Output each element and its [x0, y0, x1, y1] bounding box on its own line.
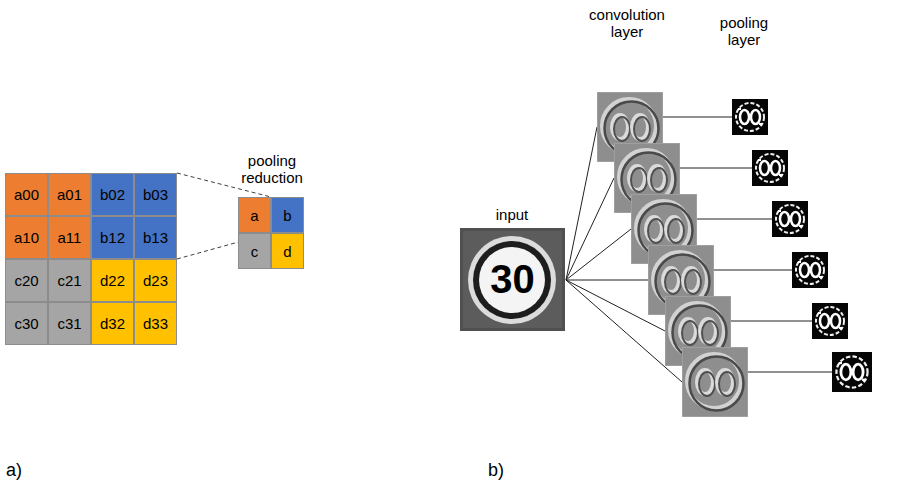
cell-label: a [250, 207, 258, 224]
grid-cell: b03 [134, 173, 177, 216]
grid-cell: a01 [48, 173, 91, 216]
layer-label: convolution layer [578, 6, 676, 41]
layer-label: pooling layer [708, 14, 780, 49]
sign-number: 30 [460, 228, 565, 331]
panel-letter: b) [488, 460, 518, 481]
panel-letter: a) [6, 460, 36, 481]
convolution-maps [597, 92, 748, 417]
grid-cell: d32 [91, 302, 134, 345]
grid-cell: a [238, 197, 271, 233]
cell-label: a11 [58, 229, 82, 246]
cell-label: d23 [143, 272, 168, 289]
grid-cell: a11 [48, 216, 91, 259]
cell-label: b12 [100, 229, 125, 246]
cell-label: c30 [14, 315, 38, 332]
cell-label: b03 [143, 186, 168, 203]
grid-cell: b13 [134, 216, 177, 259]
grid-cell: b02 [91, 173, 134, 216]
image-label: input [462, 206, 562, 223]
cell-label: d [283, 243, 291, 260]
grid-cell: c21 [48, 259, 91, 302]
cell-label: c20 [14, 272, 38, 289]
cell-label: d32 [100, 315, 125, 332]
grid-cell: a10 [5, 216, 48, 259]
cell-label: a01 [57, 186, 82, 203]
cell-label: c21 [57, 272, 81, 289]
cell-label: d22 [100, 272, 125, 289]
grid-cell: d23 [134, 259, 177, 302]
cell-label: b02 [100, 186, 125, 203]
grid-cell: b12 [91, 216, 134, 259]
grid-cell: c [238, 233, 271, 269]
grid-cell: c30 [5, 302, 48, 345]
grid-cell: b [271, 197, 304, 233]
cell-label: b13 [143, 229, 168, 246]
grid-cell: a00 [5, 173, 48, 216]
cell-label: a10 [14, 229, 39, 246]
grid-cell: d33 [134, 302, 177, 345]
grid-cell: d [271, 233, 304, 269]
cell-label: b [283, 207, 291, 224]
input-image [460, 228, 565, 331]
pooling-maps [732, 99, 872, 392]
caption-text: pooling reduction [226, 152, 318, 187]
cell-label: c [251, 243, 259, 260]
cell-label: c31 [57, 315, 81, 332]
grid-cell: c31 [48, 302, 91, 345]
cell-label: d33 [143, 315, 168, 332]
cell-label: a00 [14, 186, 39, 203]
grid-cell: c20 [5, 259, 48, 302]
grid-cell: d22 [91, 259, 134, 302]
